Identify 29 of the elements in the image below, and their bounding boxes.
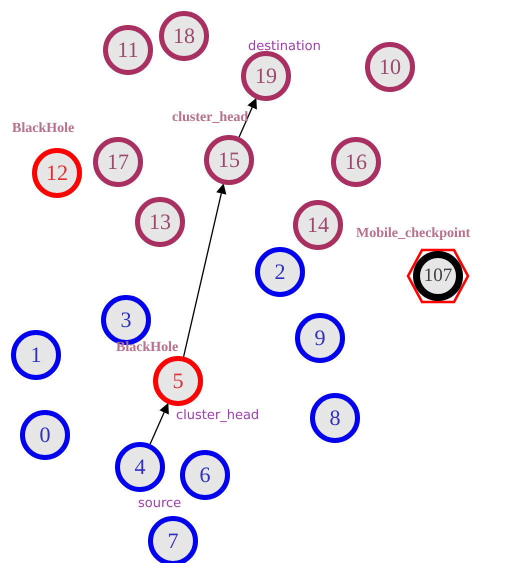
node-caption: cluster_head: [176, 408, 260, 423]
network-node: 0: [20, 410, 70, 460]
arrow: [150, 402, 169, 444]
network-node: 11: [103, 25, 153, 75]
network-node: 12: [32, 148, 82, 198]
network-node: 4: [115, 442, 165, 492]
network-node: 2: [255, 247, 305, 297]
network-node: 14: [293, 200, 343, 250]
network-node: 1: [11, 330, 61, 380]
network-node: 15: [204, 135, 254, 185]
network-node: 13: [135, 197, 185, 247]
network-node: 18: [159, 11, 209, 61]
network-node: 17: [93, 137, 143, 187]
network-node: 16: [331, 137, 381, 187]
network-node: 107: [413, 251, 463, 301]
network-node: 7: [148, 516, 198, 563]
network-node: 8: [310, 393, 360, 443]
network-node: 9: [295, 313, 345, 363]
node-caption: cluster_head: [172, 110, 248, 126]
network-node: 10: [365, 42, 415, 92]
network-node: 19: [241, 51, 291, 101]
node-caption: source: [138, 496, 182, 511]
network-node: 5: [153, 356, 203, 406]
node-caption: Mobile_checkpoint: [356, 226, 470, 242]
node-caption: BlackHole: [12, 121, 74, 137]
node-caption: destination: [248, 39, 321, 54]
arrow: [238, 98, 257, 138]
network-node: 6: [180, 450, 230, 500]
arrow: [182, 183, 226, 357]
